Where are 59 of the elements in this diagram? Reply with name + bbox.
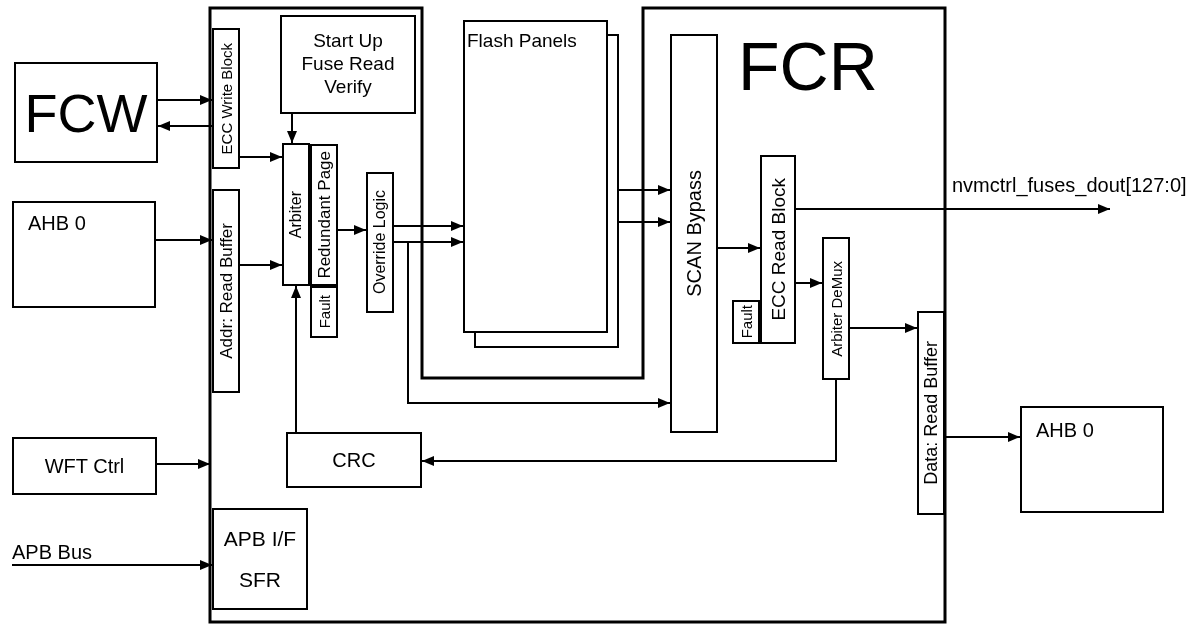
block-label: ECC Write Block	[218, 42, 234, 155]
block-label: AHB 0	[28, 211, 87, 235]
block-box	[310, 144, 338, 286]
block-box	[366, 172, 394, 313]
signal-label: nvmctrl_fuses_dout[127:0]	[952, 174, 1187, 197]
block-label: FCW	[24, 85, 148, 140]
block-label: Arbiter	[288, 190, 304, 239]
arrow	[795, 204, 1111, 214]
block-label: Start Up Fuse Read Verify	[300, 30, 396, 99]
arrow	[337, 225, 367, 235]
block-box	[212, 508, 308, 610]
arrow	[239, 260, 283, 270]
stacked-panels	[463, 20, 619, 348]
arrow	[393, 241, 671, 408]
block-box	[822, 237, 850, 380]
block-label: Addr: Read Buffer	[217, 223, 235, 359]
arrow	[393, 221, 464, 231]
arrow	[717, 243, 761, 253]
signal-label: APB Bus	[12, 540, 94, 564]
arrow	[944, 432, 1021, 442]
block-label: APB I/F	[223, 525, 297, 552]
arrow	[239, 152, 283, 162]
block-box	[286, 432, 422, 488]
block-label: CRC	[332, 448, 376, 472]
arrow	[795, 278, 823, 288]
block-label: Override Logic	[372, 190, 388, 295]
block-box	[212, 28, 240, 169]
block-box	[212, 189, 240, 393]
block-label: Redundant Page	[315, 151, 333, 279]
arrow	[287, 113, 297, 144]
arrow	[618, 185, 671, 195]
block-box	[280, 15, 416, 114]
block-label: Arbiter DeMux	[828, 260, 844, 357]
module-title: FCR	[738, 32, 878, 100]
block-box	[670, 34, 718, 433]
block-box	[732, 300, 760, 344]
block-box	[12, 201, 156, 308]
block-label: Data: Read Buffer	[922, 341, 940, 485]
block-box	[282, 143, 310, 286]
block-box	[12, 437, 157, 495]
block-label: AHB 0	[1036, 418, 1095, 442]
block-label: Fault	[738, 305, 754, 339]
block-label: ECC Read Block	[768, 178, 788, 321]
block-label: Flash Panels	[467, 30, 577, 52]
block-box	[14, 62, 158, 163]
block-box	[310, 286, 338, 338]
block-box	[760, 155, 796, 344]
block-label: SCAN Bypass	[684, 170, 704, 297]
block-label: SFR	[239, 566, 281, 593]
block-label: WFT Ctrl	[44, 454, 125, 478]
block-label: Fault	[316, 295, 332, 329]
arrow	[618, 217, 671, 227]
arrow	[156, 459, 211, 469]
arrow	[849, 323, 918, 333]
arrow	[421, 379, 837, 466]
arrow	[291, 285, 301, 433]
module-region	[210, 8, 945, 622]
block-box	[917, 311, 945, 515]
block-box	[1020, 406, 1164, 513]
